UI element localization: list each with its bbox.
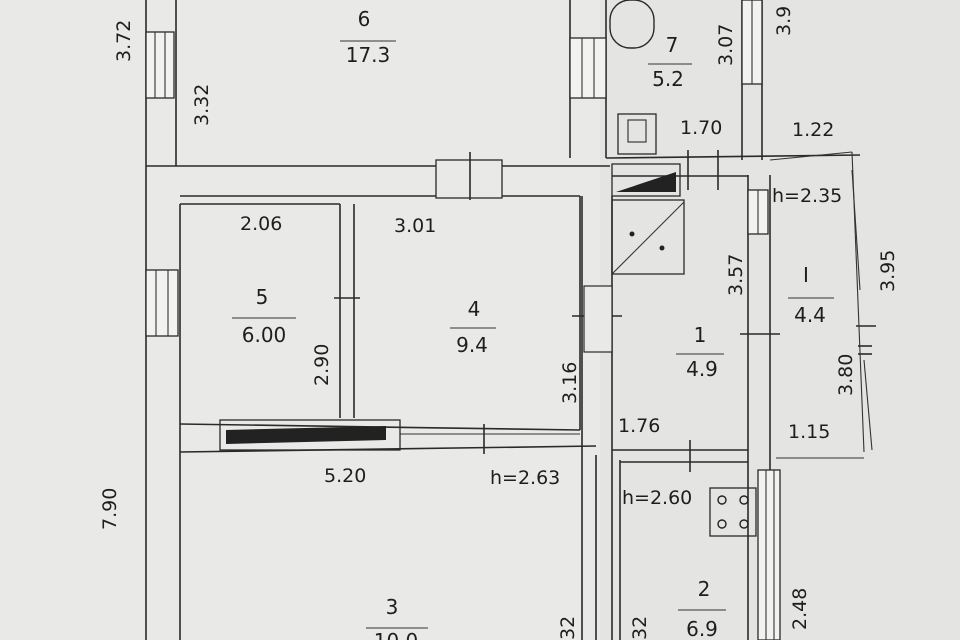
dim-3-57: 3.57 [725,254,747,296]
window-room-2 [757,469,781,640]
room-I-area: 4.4 [794,303,826,327]
height-veranda: h=2.35 [772,185,842,207]
room-5-area: 6.00 [242,323,287,347]
room-3-area: 10.0 [374,629,419,640]
dim-2-90: 2.90 [311,344,333,386]
room-2-area: 6.9 [686,617,718,640]
dim-1-70: 1.70 [680,117,722,139]
cooktop-icon [709,487,757,537]
furnace-icon [219,419,401,451]
dim-7-90: 7.90 [99,488,121,530]
dimension-labels: 3.72 3.32 3.07 3.9 1.70 1.22 2.06 3.01 3… [99,6,899,640]
room-2-number: 2 [698,577,711,601]
bathtub-icon [609,0,655,49]
window-room-6 [145,31,175,99]
room-4-number: 4 [468,297,481,321]
dim-2-48: 2.48 [789,588,811,630]
sink-icon [611,199,685,275]
window-room-5 [145,269,179,337]
dim-3-9: 3.9 [773,6,795,36]
windows [145,0,781,640]
door-marks [334,150,876,472]
room-5-number: 5 [256,285,269,309]
dim-3-16: 3.16 [559,362,581,404]
dim-32-left: 32 [557,616,579,640]
room-3-number: 3 [386,595,399,619]
room-6-number: 6 [358,7,371,31]
dim-2-06: 2.06 [240,213,282,235]
dim-3-72: 3.72 [113,20,135,62]
window-room-7 [569,37,607,99]
fixtures [219,0,757,537]
dim-32-right: 32 [629,616,651,640]
dim-3-01: 3.01 [394,215,436,237]
dim-3-07: 3.07 [715,24,737,66]
room-6-area: 17.3 [346,43,391,67]
heating-stove-icon [611,163,681,197]
room-4-area: 9.4 [456,333,488,357]
dim-1-15: 1.15 [788,421,830,443]
dim-3-95: 3.95 [877,250,899,292]
height-labels: h=2.35 h=2.63 h=2.60 [490,185,842,509]
room-7-number: 7 [666,33,679,57]
dim-3-32: 3.32 [191,84,213,126]
water-heater-icon [617,113,657,155]
height-main: h=2.63 [490,467,560,489]
dim-1-76: 1.76 [618,415,660,437]
dim-3-80: 3.80 [835,354,857,396]
room-I-number: I [803,263,809,287]
room-1-number: 1 [694,323,707,347]
room-7-area: 5.2 [652,67,684,91]
room-1-area: 4.9 [686,357,718,381]
dim-1-22: 1.22 [792,119,834,141]
height-kitchen: h=2.60 [622,487,692,509]
room-labels: 6 17.3 7 5.2 5 6.00 4 9.4 1 4.9 I 4.4 3 … [232,7,834,640]
dim-5-20: 5.20 [324,465,366,487]
